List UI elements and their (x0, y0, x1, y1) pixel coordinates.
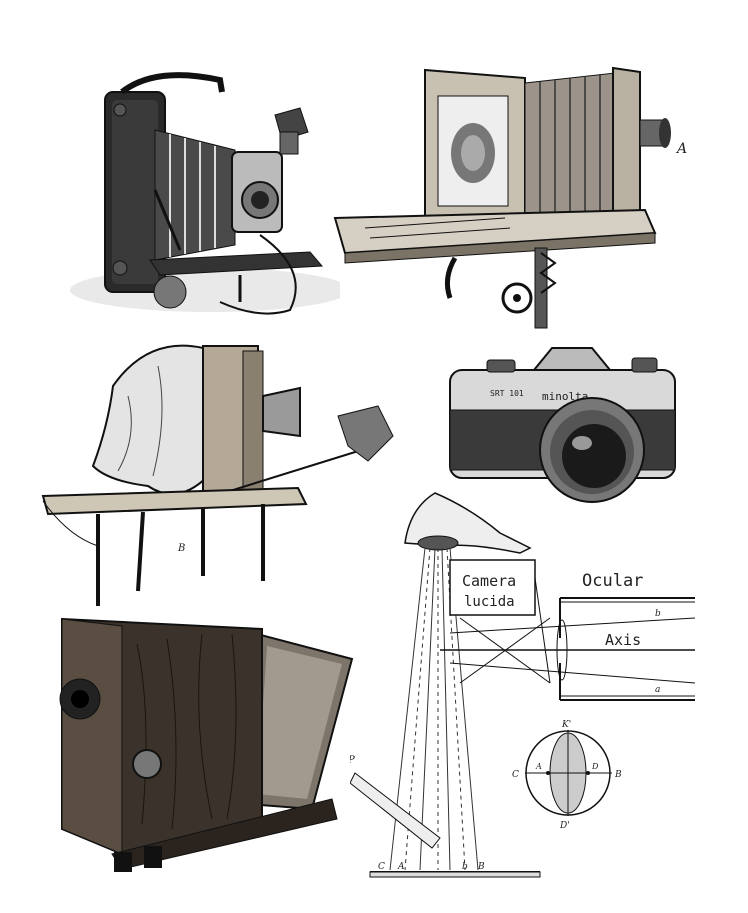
circle-label-top: K' (561, 720, 571, 730)
circle-label-inner-left: A (535, 762, 542, 771)
base-label-a: A (397, 862, 405, 872)
studio-camera-drawing: B (41, 344, 394, 606)
ray-label-b: b (655, 609, 661, 619)
circle-label-left: C (512, 770, 519, 780)
folding-camera-illustration (60, 70, 340, 330)
camera-lucida-diagram: P C A b B Camera lucida Ocular Axis (350, 488, 705, 883)
stand-label-b: B (177, 543, 185, 554)
base-label-c: C (378, 862, 385, 872)
axis-label: Axis (605, 631, 641, 649)
view-camera-drawing: A (333, 66, 687, 329)
folding-camera-drawing (70, 72, 340, 315)
prism-label-p: P (350, 755, 355, 766)
circle-label-inner-right: D (591, 762, 599, 771)
slr-camera-drawing: minolta SRT 101 (449, 347, 676, 503)
camera-lucida-drawing: P C A b B Camera lucida Ocular Axis (350, 492, 696, 878)
studio-camera-illustration: B (38, 336, 408, 611)
slr-camera-illustration: minolta SRT 101 (442, 340, 687, 515)
lens-label-a: A (675, 141, 687, 157)
camera-lucida-title-1: Camera (462, 572, 516, 590)
wooden-camera-illustration (52, 614, 357, 874)
base-label-b: b (462, 862, 468, 872)
wooden-camera-drawing (59, 617, 354, 872)
base-label-beta: B (477, 862, 485, 872)
circle-label-bottom: D' (559, 821, 570, 831)
slr-model: SRT 101 (490, 389, 524, 398)
view-camera-illustration: A (325, 58, 710, 333)
camera-lucida-title-2: lucida (464, 594, 515, 610)
circle-label-right: B (614, 770, 622, 780)
ocular-label: Ocular (582, 571, 643, 591)
ray-label-a: a (655, 685, 660, 695)
